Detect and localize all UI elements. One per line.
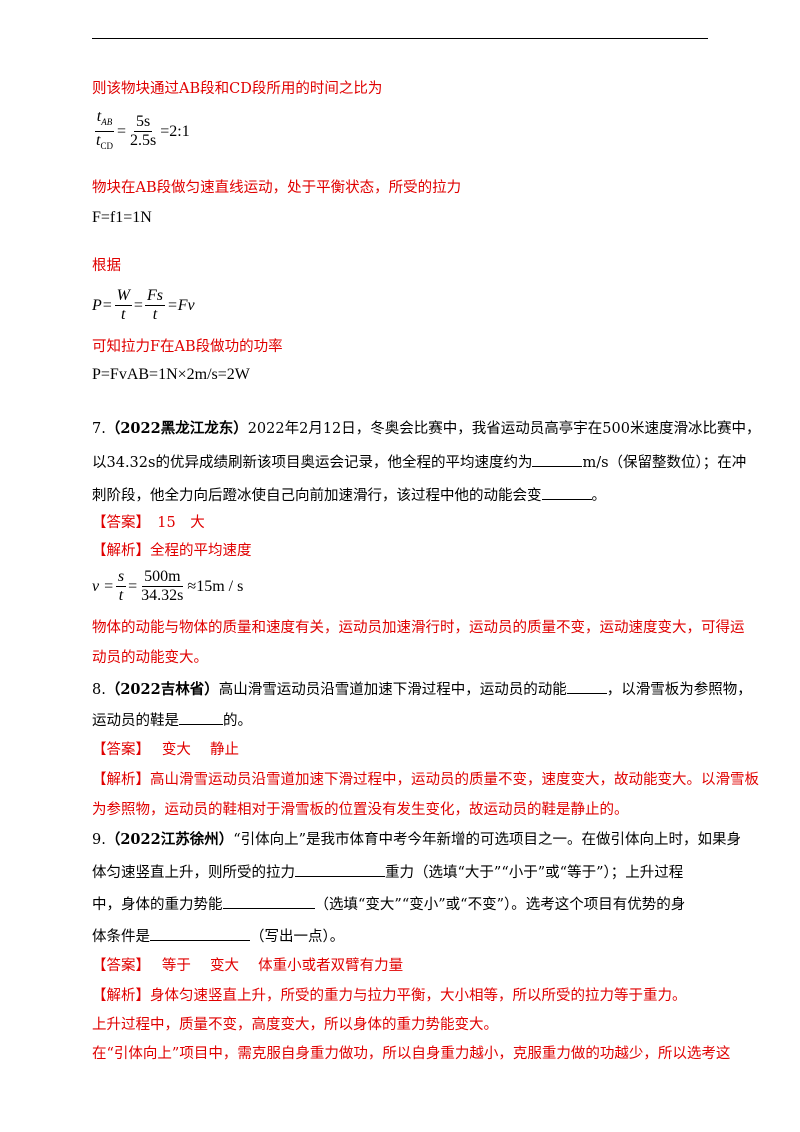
q9-analysis2: 上升过程中，质量不变，高度变大，所以身体的重力势能变大。 xyxy=(92,1017,498,1033)
q9-line3: 中，身体的重力势能（选填“变大”“变小”或“不变”）。选考这个项目有优势的身 xyxy=(92,894,685,915)
q8-line1: 8.（2022吉林省）高山滑雪运动员沿雪道加速下滑过程中，运动员的动能，以滑雪板… xyxy=(92,679,752,698)
q7-line1: 7.（2022黑龙江龙东）2022年2月12日，冬奥会比赛中，我省运动员高亭宇在… xyxy=(92,420,761,437)
ratio-text: 则该物块通过AB段和CD段所用的时间之比为 xyxy=(92,81,383,97)
q7-analysis-body1: 物体的动能与物体的质量和速度有关，运动员加速滑行时，运动员的质量不变，运动速度变… xyxy=(92,620,745,636)
q8-answer: 【答案】 变大 静止 xyxy=(92,742,239,758)
q7-blank-speed[interactable] xyxy=(532,452,583,467)
q9-blank-force[interactable] xyxy=(295,862,385,877)
q7-line3: 刺阶段，他全力向后蹬冰使自己向前加速滑行，该过程中他的动能会变。 xyxy=(92,485,606,506)
q9-blank-condition[interactable] xyxy=(150,926,250,941)
q9-analysis3: 在“引体向上”项目中，需克服自身重力做功，所以自身重力越小，克服重力做的功越少，… xyxy=(92,1046,731,1062)
q9-line1: 9.（2022江苏徐州）“引体向上”是我市体育中考今年新增的可选项目之一。在做引… xyxy=(92,831,742,848)
ratio-equation: tAB tCD = 5s 2.5s =2:1 xyxy=(94,108,190,152)
q8-analysis1: 【解析】高山滑雪运动员沿雪道加速下滑过程中，运动员的质量不变，速度变大，故动能变… xyxy=(92,772,759,788)
q9-line4: 体条件是（写出一点）。 xyxy=(92,926,344,947)
q7-answer: 【答案】 15 大 xyxy=(92,515,205,531)
q7-blank-energy[interactable] xyxy=(541,485,592,500)
q9-answer: 【答案】 等于 变大 体重小或者双臂有力量 xyxy=(92,958,404,974)
q8-line2: 运动员的鞋是的。 xyxy=(92,710,252,731)
q8-analysis2: 为参照物，运动员的鞋相对于滑雪板的位置没有发生变化，故运动员的鞋是静止的。 xyxy=(92,802,629,818)
power-text: 可知拉力F在AB段做功的功率 xyxy=(92,339,283,355)
q9-blank-potential-energy[interactable] xyxy=(222,894,315,909)
basis-text: 根据 xyxy=(92,258,121,274)
q7-analysis-head: 【解析】全程的平均速度 xyxy=(92,543,252,559)
balance-text: 物块在AB段做匀速直线运动，处于平衡状态，所受的拉力 xyxy=(92,180,462,196)
header-rule xyxy=(92,38,708,39)
force-equation: F=f1=1N xyxy=(92,209,152,226)
q8-blank-motion[interactable] xyxy=(179,710,223,725)
power-result: P=FvAB=1N×2m/s=2W xyxy=(92,366,250,383)
q8-blank-energy[interactable] xyxy=(566,679,607,694)
q7-analysis-body2: 动员的动能变大。 xyxy=(92,650,208,666)
q9-line2: 体匀速竖直上升，则所受的拉力重力（选填“大于”“小于”或“等于”）；上升过程 xyxy=(92,862,683,883)
q9-analysis1: 【解析】身体匀速竖直上升，所受的重力与拉力平衡，大小相等，所以所受的拉力等于重力… xyxy=(92,988,687,1004)
